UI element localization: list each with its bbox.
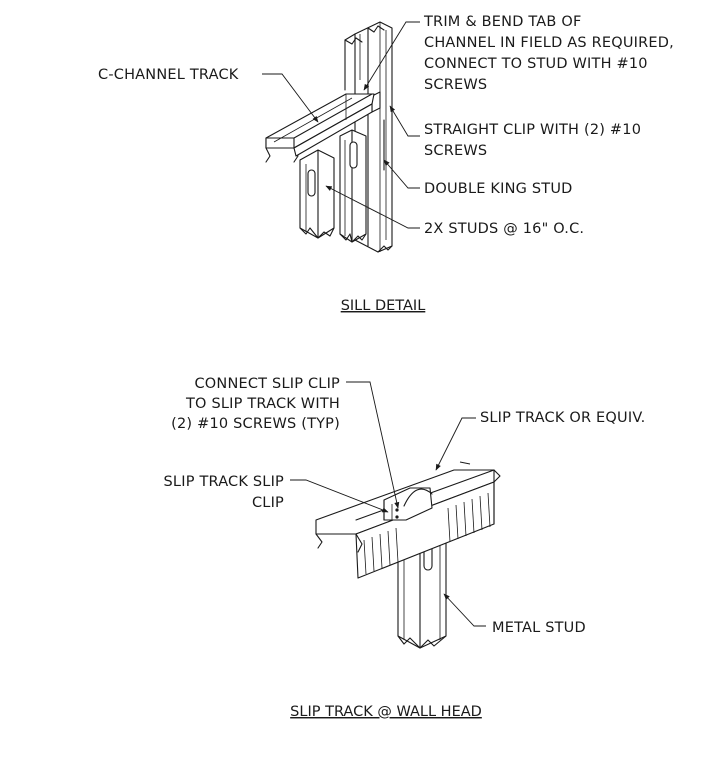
label-studs-spacing: 2X STUDS @ 16" O.C. [424,221,584,237]
label-connect-clip-line1: CONNECT SLIP CLIP [194,376,340,392]
label-slip-clip-line1: SLIP TRACK SLIP [164,474,285,490]
c-channel-track [265,93,375,163]
label-trim-bend-line4: SCREWS [424,77,487,93]
label-trim-bend-line1: TRIM & BEND TAB OF [423,14,582,30]
label-straight-clip-line2: SCREWS [424,143,487,159]
label-slip-clip-line2: CLIP [252,495,284,511]
label-c-channel-track: C-CHANNEL TRACK [98,67,239,83]
slip-track-slip-clip [383,487,433,521]
label-slip-track: SLIP TRACK OR EQUIV. [480,410,645,426]
label-metal-stud: METAL STUD [492,620,586,636]
label-connect-clip-line2: TO SLIP TRACK WITH [185,396,340,412]
sill-detail-title: SILL DETAIL [341,298,426,314]
label-connect-clip-line3: (2) #10 SCREWS (TYP) [171,416,340,432]
slip-track-title: SLIP TRACK @ WALL HEAD [290,704,482,720]
label-trim-bend-line2: CHANNEL IN FIELD AS REQUIRED, [424,35,674,51]
label-straight-clip-line1: STRAIGHT CLIP WITH (2) #10 [424,122,641,138]
slip-track-slots [363,492,491,575]
stud-middle [339,129,367,243]
slip-track-detail-drawing [290,381,501,649]
stud-left [299,149,335,239]
label-double-king-stud: DOUBLE KING STUD [424,181,573,197]
sill-detail-drawing [262,21,420,253]
label-trim-bend-line3: CONNECT TO STUD WITH #10 [424,56,648,72]
